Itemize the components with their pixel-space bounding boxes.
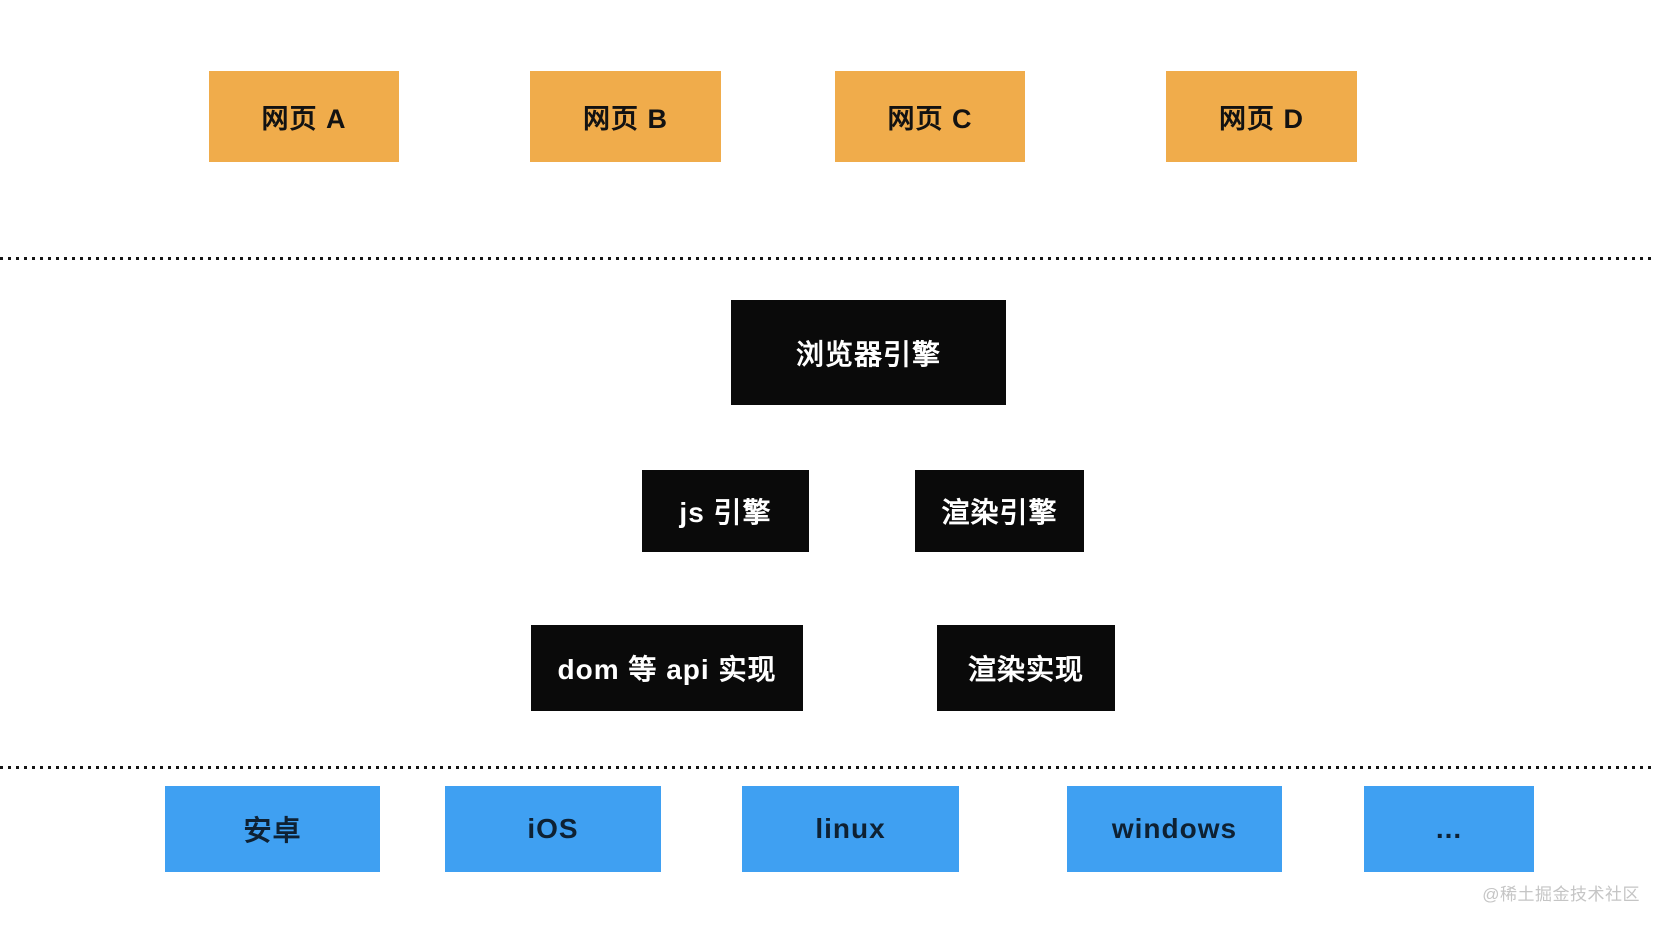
render-engine-box: 渲染引擎 — [915, 470, 1084, 552]
platform-box-windows: windows — [1067, 786, 1282, 872]
platform-box-ios: iOS — [445, 786, 661, 872]
platform-box-more: ... — [1364, 786, 1534, 872]
webpage-box-d: 网页 D — [1166, 71, 1357, 162]
webpage-box-b: 网页 B — [530, 71, 721, 162]
platform-box-android: 安卓 — [165, 786, 380, 872]
render-impl-box: 渲染实现 — [937, 625, 1115, 711]
separator-dotted-line-top — [0, 257, 1656, 260]
watermark: @稀土掘金技术社区 — [1482, 885, 1640, 904]
dom-api-impl-box: dom 等 api 实现 — [531, 625, 803, 711]
separator-dotted-line-bottom — [0, 766, 1656, 769]
js-engine-box: js 引擎 — [642, 470, 809, 552]
browser-engine-box: 浏览器引擎 — [731, 300, 1006, 405]
platform-box-linux: linux — [742, 786, 959, 872]
webpage-box-c: 网页 C — [835, 71, 1025, 162]
webpage-box-a: 网页 A — [209, 71, 399, 162]
